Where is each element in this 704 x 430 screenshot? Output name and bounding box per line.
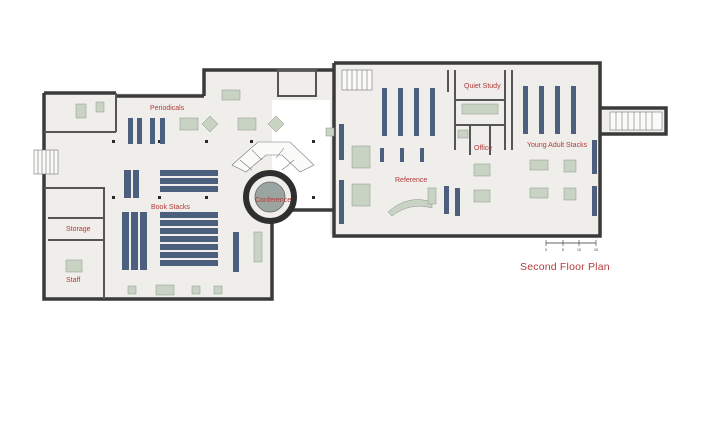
scale-bar: 0 5 10 15 xyxy=(545,240,598,252)
conference-room-shape xyxy=(243,170,297,224)
plan-title: Second Floor Plan xyxy=(520,261,610,273)
book-stacks-shelving xyxy=(122,118,239,272)
scale-tick-10: 10 xyxy=(577,248,581,252)
furniture xyxy=(65,89,577,296)
room-label-staff: Staff xyxy=(66,277,80,284)
room-label-periodicals: Periodicals xyxy=(150,105,185,112)
room-label-young-adult-stacks: Young Adult Stacks xyxy=(527,142,588,149)
scale-tick-5: 5 xyxy=(562,248,564,252)
room-label-storage: Storage xyxy=(66,226,91,233)
columns xyxy=(112,140,315,199)
room-label-conference: Conference xyxy=(255,197,291,204)
right-stacks-shelving xyxy=(339,86,597,224)
room-label-reference: Reference xyxy=(395,177,427,184)
scale-tick-0: 0 xyxy=(545,248,547,252)
room-label-book-stacks: Book Stacks xyxy=(151,204,190,211)
room-label-office: Office xyxy=(474,145,492,152)
interior-walls xyxy=(44,69,513,299)
walls xyxy=(42,61,668,301)
scale-tick-15: 15 xyxy=(594,248,598,252)
stairs xyxy=(33,69,663,175)
room-label-quiet-study: Quiet Study xyxy=(464,83,501,90)
